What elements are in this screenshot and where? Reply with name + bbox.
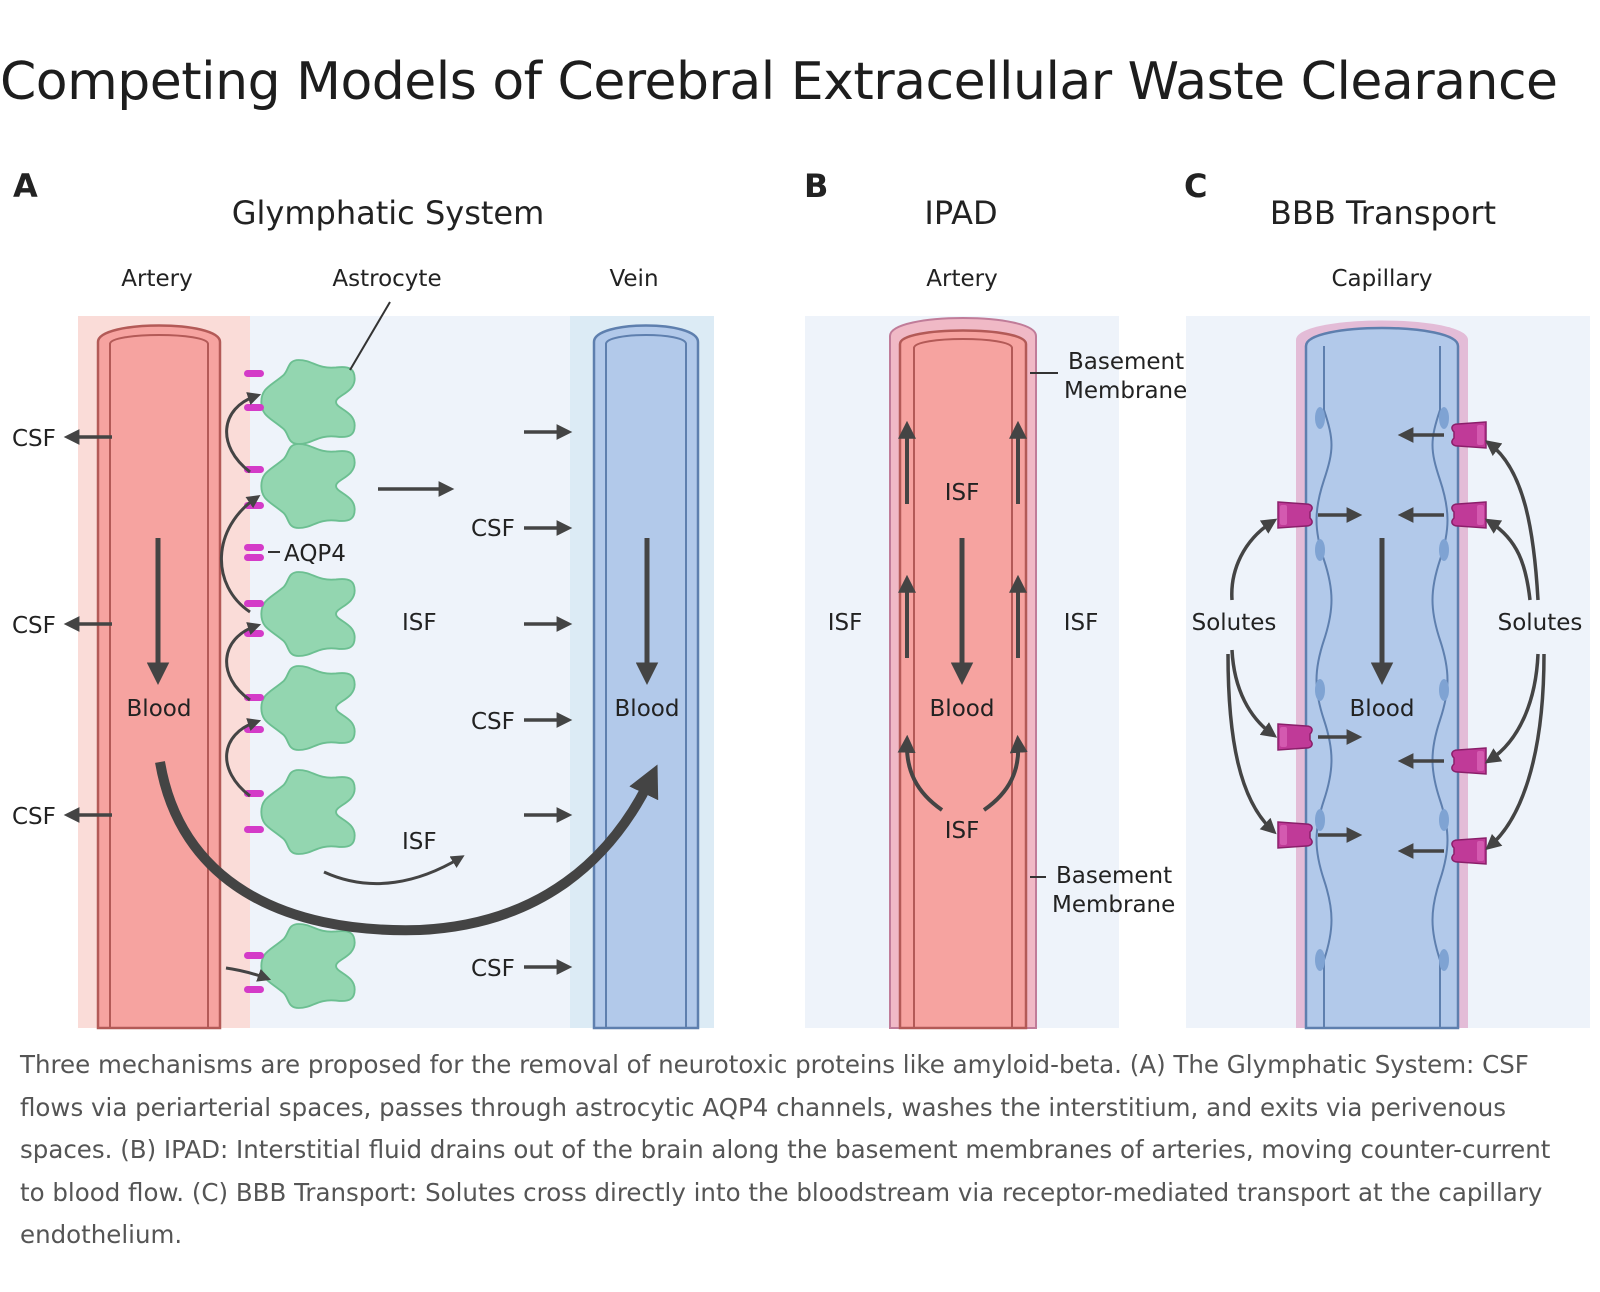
solute-arrows — [1226, 440, 1546, 851]
transporter — [1277, 501, 1313, 529]
figure-caption: Three mechanisms are proposed for the re… — [20, 1050, 1551, 1249]
panel-a: A Glymphatic System Artery Astrocyte Vei… — [12, 167, 714, 1030]
panel-c: C BBB Transport Capillary — [1184, 167, 1590, 1030]
isf-label: ISF — [828, 610, 863, 636]
clearance-arrow — [155, 761, 659, 936]
transporter — [1277, 723, 1313, 751]
transporter — [1451, 421, 1487, 449]
astrocyte-label: Astrocyte — [332, 266, 441, 292]
panel-c-title: BBB Transport — [1270, 194, 1496, 232]
transporter — [1451, 501, 1487, 529]
figure: A Glymphatic System Artery Astrocyte Vei… — [12, 167, 1590, 1030]
solutes-label: Solutes — [1498, 610, 1583, 636]
panel-b-letter: B — [804, 167, 828, 205]
endothelial-nuclei — [1315, 407, 1449, 971]
isf-label: ISF — [945, 818, 980, 844]
transporter — [1277, 821, 1313, 849]
artery-vessel — [96, 324, 222, 1030]
panel-c-letter: C — [1184, 167, 1207, 205]
isf-label: ISF — [402, 829, 437, 855]
vein-vessel — [592, 324, 700, 1030]
csf-label: CSF — [471, 516, 515, 542]
transporter — [1451, 747, 1487, 775]
aqp4-legend-icon — [244, 554, 264, 561]
capillary-label: Capillary — [1331, 266, 1432, 292]
blood-label: Blood — [615, 696, 680, 722]
aqp4-label: AQP4 — [284, 541, 346, 567]
artery-label: Artery — [926, 266, 997, 292]
csf-label: CSF — [471, 709, 515, 735]
panel-b-title: IPAD — [924, 194, 997, 232]
transporter — [1451, 837, 1487, 865]
interstitial-flow-arrows — [323, 424, 573, 975]
astrocyte-pointer — [349, 301, 391, 371]
basement-membrane-label: Basement — [1056, 863, 1172, 889]
basement-membrane-label: Membrane — [1052, 892, 1175, 918]
csf-label: CSF — [471, 956, 515, 982]
isf-label: ISF — [402, 610, 437, 636]
blood-label: Blood — [930, 696, 995, 722]
solutes-label: Solutes — [1192, 610, 1277, 636]
isf-label: ISF — [1064, 610, 1099, 636]
basement-membrane-label: Basement — [1068, 349, 1184, 375]
ipad-isf-arrows — [897, 420, 1028, 812]
csf-label: CSF — [12, 804, 56, 830]
csf-outflow-arrows — [63, 429, 112, 823]
panel-a-title: Glymphatic System — [232, 194, 545, 232]
csf-label: CSF — [12, 613, 56, 639]
panel-a-letter: A — [13, 167, 38, 205]
basement-membrane-label: Membrane — [1064, 378, 1187, 404]
astrocytic-flow-arrows — [219, 392, 272, 982]
panel-b: B IPAD Artery Basement Membrane Basement… — [804, 167, 1187, 1030]
artery-label: Artery — [121, 266, 192, 292]
transport-arrows — [1318, 427, 1444, 859]
page-title: Competing Models of Cerebral Extracellul… — [0, 52, 1558, 112]
ipad-artery-vessel — [898, 329, 1028, 1030]
aqp4-legend-icon — [244, 544, 264, 551]
isf-label: ISF — [945, 480, 980, 506]
blood-label: Blood — [127, 696, 192, 722]
blood-label: Blood — [1350, 696, 1415, 722]
capillary-vessel — [1304, 326, 1460, 1030]
csf-label: CSF — [12, 426, 56, 452]
vein-label: Vein — [609, 266, 658, 292]
